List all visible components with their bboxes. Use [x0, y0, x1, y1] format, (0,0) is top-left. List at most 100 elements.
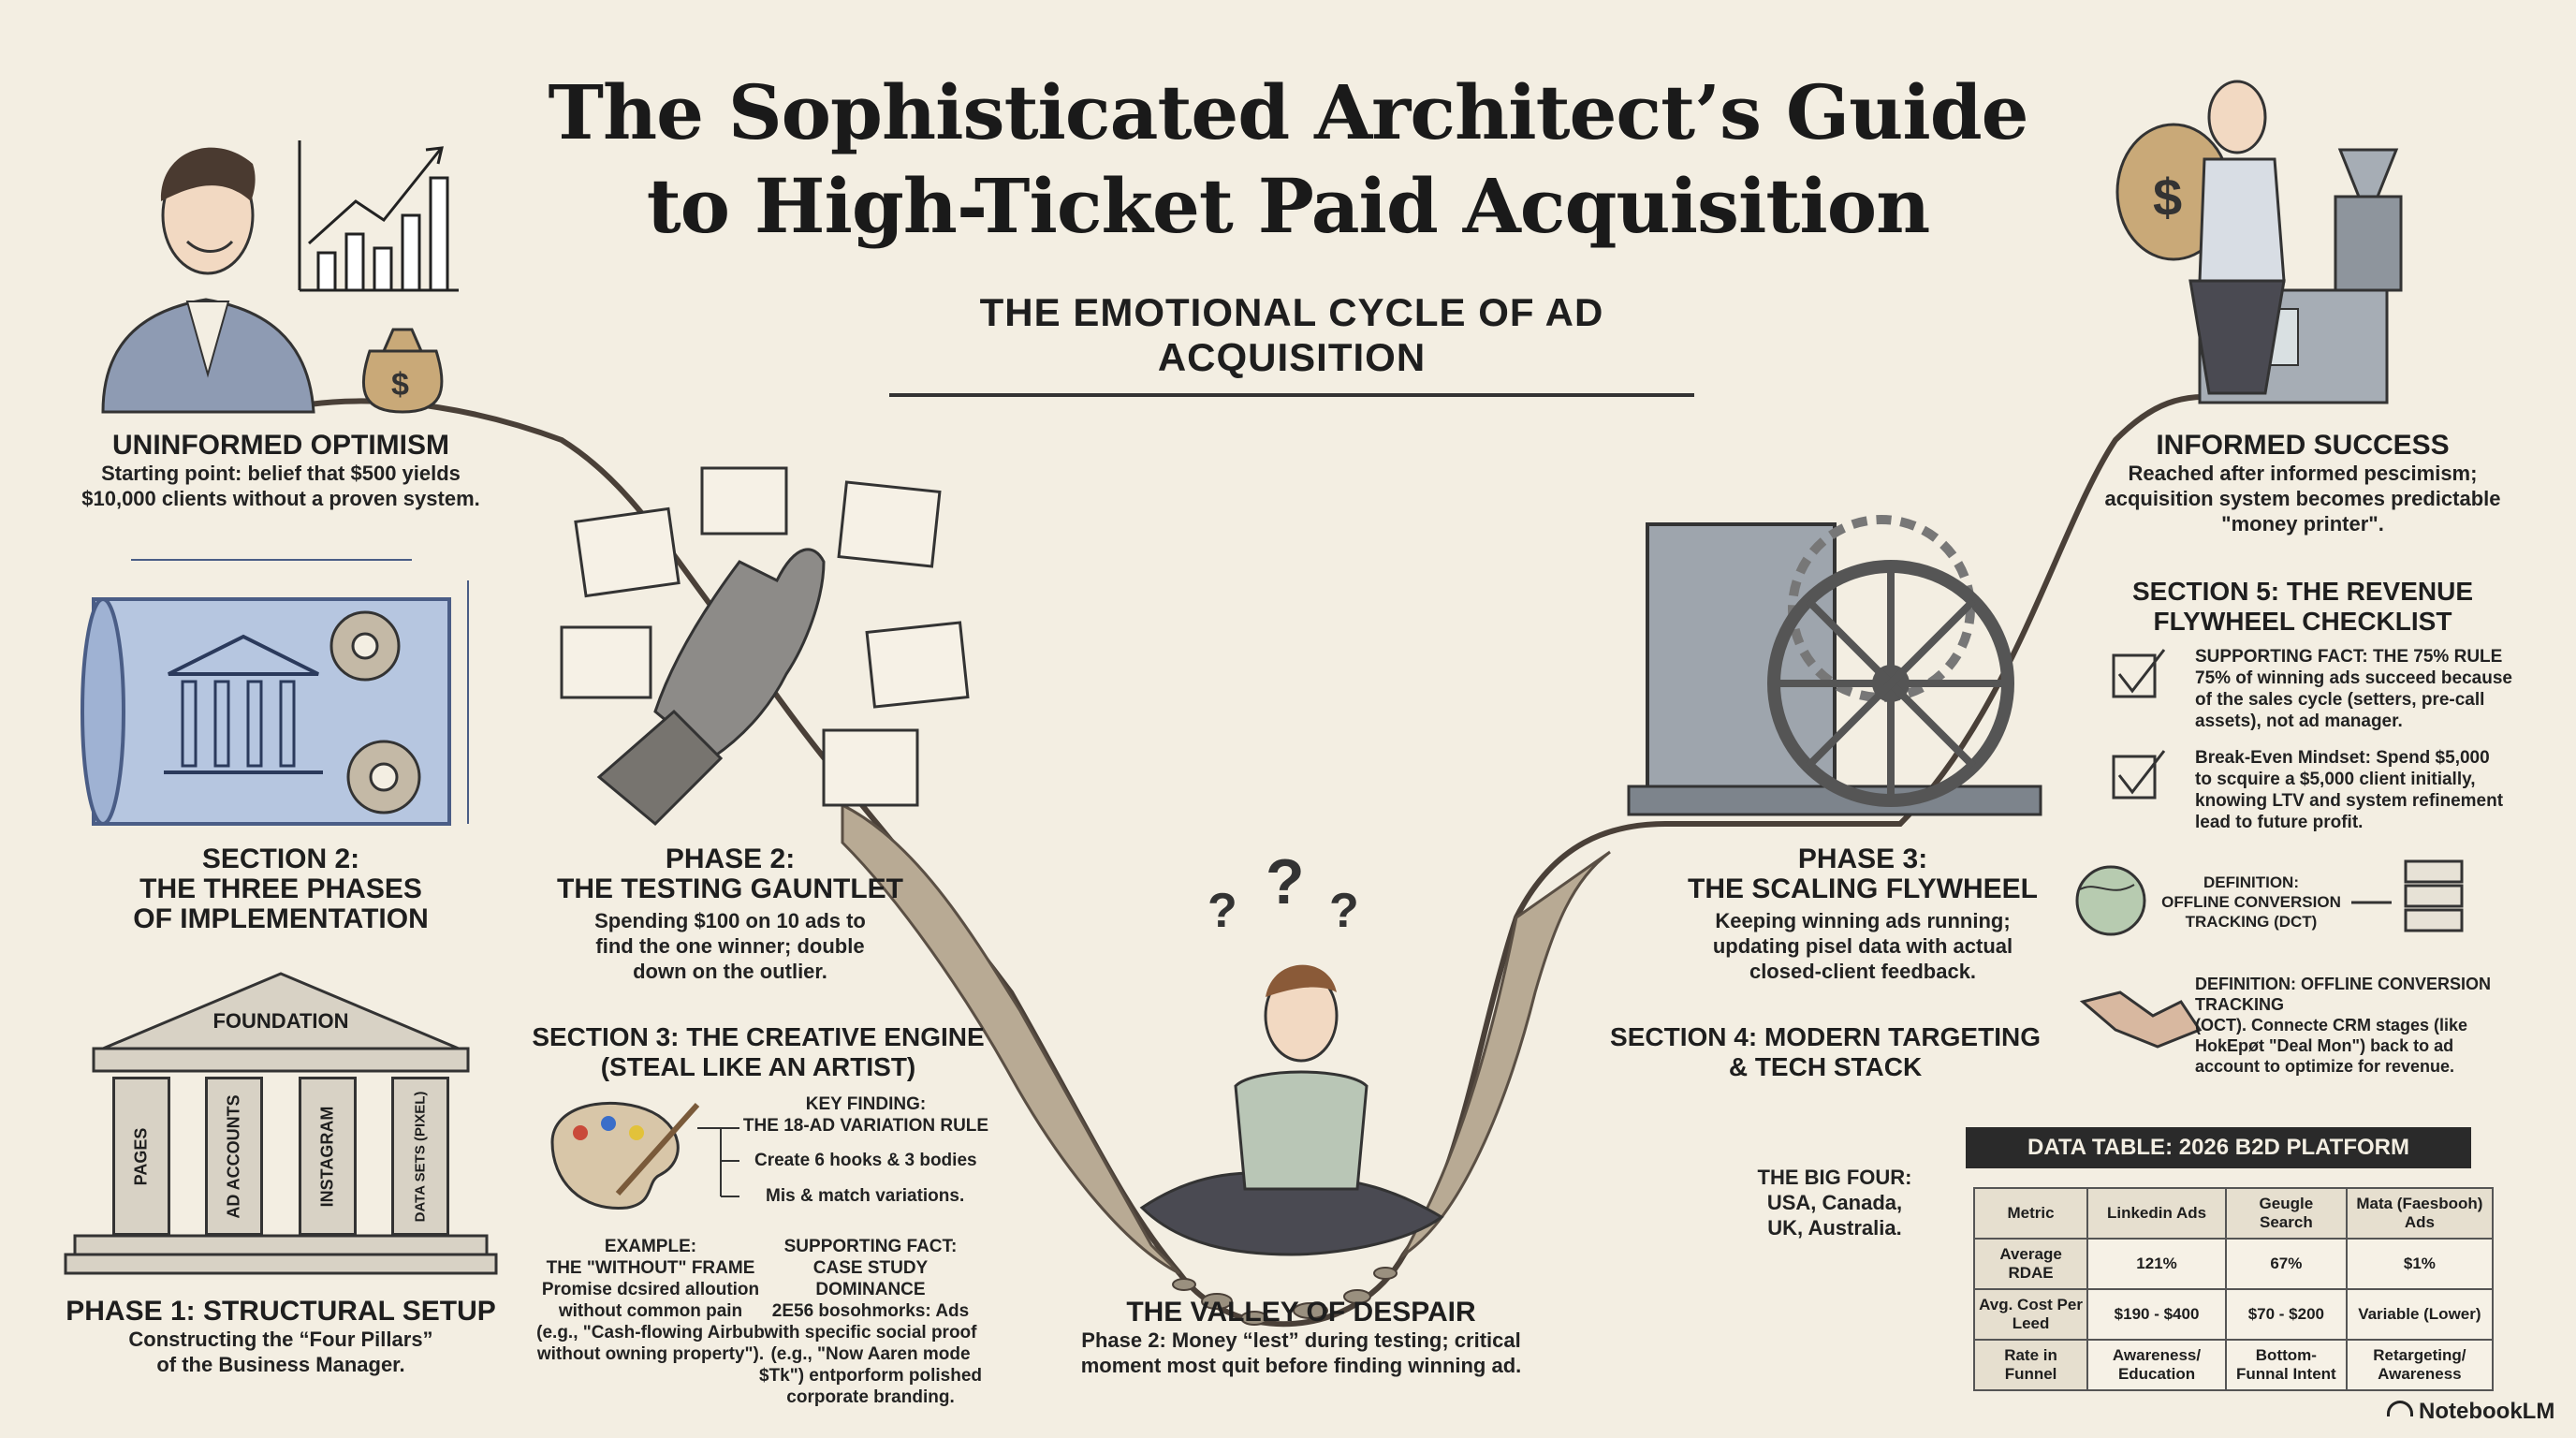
phase-1-text: of the Business Manager.	[156, 1353, 405, 1376]
table-cell: 67%	[2224, 1238, 2348, 1290]
foundation-temple-illustration	[64, 972, 498, 1275]
section-3-title: SECTION 3: THE CREATIVE ENGINE	[532, 1022, 985, 1051]
pillar-label: DATA SETS (PIXEL)	[412, 1091, 429, 1222]
support-line: 2E56 bosohmorks: Ads	[771, 1301, 970, 1321]
checklist-text: to scquire a $5,000 client initially,	[2195, 770, 2476, 789]
checkbox-icon	[2112, 649, 2166, 800]
support-line: SUPPORTING FACT:	[783, 1237, 958, 1256]
section-2-line: SECTION 2:	[201, 844, 360, 874]
definition-line: DEFINITION:	[2203, 873, 2299, 891]
table-cell: 121%	[2086, 1238, 2227, 1290]
table-cell: Awareness/ Education	[2086, 1339, 2227, 1391]
big-four: THE BIG FOUR: USA, Canada, UK, Australia…	[1741, 1165, 1928, 1240]
stage-text-line: Keeping winning ads running;	[1715, 909, 2011, 932]
definition-line: DEFINITION: OFFLINE CONVERSION TRACKING	[2195, 975, 2492, 1014]
example-line: (e.g., "Cash-flowing Airbub	[536, 1323, 765, 1343]
pebbles	[1172, 1267, 1398, 1326]
robot-hand-illustration	[596, 548, 826, 827]
section-4-title: SECTION 4: MODERN TARGETING	[1610, 1022, 2041, 1051]
section-3-heading: SECTION 3: THE CREATIVE ENGINE (STEAL LI…	[524, 1022, 992, 1082]
checklist-text: SUPPORTING FACT: THE 75% RULE	[2195, 647, 2503, 667]
phase-1-title: PHASE 1: STRUCTURAL SETUP	[66, 1296, 496, 1327]
pillar-label: PAGES	[131, 1127, 151, 1185]
page-subtitle: THE EMOTIONAL CYCLE OF AD ACQUISITION	[889, 290, 1694, 397]
definition-line: TRACKING (DCT)	[2185, 913, 2318, 931]
definition-line: (OCT). Connecte CRM stages (like	[2195, 1016, 2468, 1034]
question-marks: ? ? ?	[1208, 846, 1359, 938]
stage-text-line: Reached after informed pescimism;	[2128, 462, 2478, 485]
checklist-text: assets), not ad manager.	[2195, 712, 2403, 731]
phase-1-text: Constructing the “Four Pillars”	[128, 1328, 433, 1351]
pillar: INSTAGRAM	[298, 1077, 357, 1236]
stage-text-line: updating pisel data with actual	[1712, 934, 2013, 958]
support-line: with specific social proof	[764, 1323, 977, 1343]
stage-title: PHASE 3:	[1797, 844, 1928, 874]
svg-text:?: ?	[1266, 846, 1305, 917]
pillar-label: INSTAGRAM	[317, 1106, 337, 1207]
section-4-heading: SECTION 4: MODERN TARGETING & TECH STACK	[1610, 1022, 2041, 1082]
supporting-fact-block: SUPPORTING FACT: CASE STUDY DOMINANCE 2E…	[758, 1236, 983, 1408]
stage-informed-success: INFORMED SUCCESS Reached after informed …	[2069, 431, 2537, 536]
checklist-text: knowing LTV and system refinement	[2195, 791, 2504, 811]
svg-text:$: $	[2153, 168, 2182, 227]
pillar: DATA SETS (PIXEL)	[390, 1077, 449, 1236]
example-line: Promise dcsired alloution	[541, 1280, 760, 1299]
ad-cards-illustration	[560, 466, 970, 807]
section-2-line: THE THREE PHASES	[139, 873, 422, 904]
foundation-label: FOUNDATION	[212, 1009, 349, 1033]
support-line: (e.g., "Now Aaren mode	[770, 1344, 971, 1364]
valley-rock-right	[1400, 850, 1611, 1259]
stage-scaling-flywheel: PHASE 3: THE SCALING FLYWHEEL Keeping wi…	[1647, 844, 2078, 984]
checklist-text: 75% of winning ads succeed because	[2195, 668, 2512, 688]
table-header: Linkedin Ads	[2086, 1187, 2227, 1240]
stage-text-line: Phase 2: Money “lest” during testing; cr…	[1081, 1328, 1521, 1352]
palette-icon	[550, 1102, 700, 1210]
title-line-1: The Sophisticated Architect’s Guide	[548, 68, 2028, 156]
definition-line: HokEpøt "Deal Mon") back to ad	[2195, 1036, 2454, 1055]
support-line: $Tk") entporform polished	[758, 1366, 983, 1386]
stage-uninformed-optimism: UNINFORMED OPTIMISM Starting point: beli…	[66, 431, 496, 511]
example-line: without common pain	[558, 1301, 743, 1321]
svg-text:?: ?	[1329, 884, 1359, 938]
checklist-item: SUPPORTING FACT: THE 75% RULE 75% of win…	[2195, 646, 2513, 732]
table-cell: Bottom-Funnal Intent	[2224, 1339, 2348, 1391]
table-header-row: Metric Linkedin Ads Geugle Search Mata (…	[1972, 1187, 2495, 1240]
stage-title: THE TESTING GAUNTLET	[557, 873, 903, 904]
checklist-text: of the sales cycle (setters, pre-call	[2195, 690, 2485, 710]
section-3-title: (STEAL LIKE AN ARTIST)	[600, 1052, 916, 1081]
big-four-line: THE BIG FOUR:	[1757, 1166, 1912, 1189]
example-line: without owning property").	[536, 1344, 765, 1364]
definition-dct: DEFINITION: OFFLINE CONVERSION TRACKING …	[2153, 873, 2349, 932]
example-line: EXAMPLE:	[604, 1237, 697, 1256]
section-5-title: FLYWHEEL CHECKLIST	[2153, 607, 2452, 636]
table-cell: $70 - $200	[2224, 1288, 2348, 1341]
example-block: EXAMPLE: THE "WITHOUT" FRAME Promise dcs…	[534, 1236, 768, 1365]
table-row: Avg. Cost Per Leed $190 - $400 $70 - $20…	[1972, 1288, 2495, 1341]
valley-rock-left	[841, 802, 1181, 1275]
table-cell: $190 - $400	[2086, 1288, 2227, 1341]
definition-line: account to optimize for revenue.	[2195, 1057, 2455, 1076]
table-row: Average RDAE 121% 67% $1%	[1972, 1238, 2495, 1290]
example-line: THE "WITHOUT" FRAME	[546, 1258, 755, 1278]
checklist-text: Break-Even Mindset: Spend $5,000	[2195, 748, 2490, 768]
gear-icon	[329, 610, 421, 814]
stage-title: THE VALLEY OF DESPAIR	[1126, 1297, 1476, 1328]
stage-title: THE SCALING FLYWHEEL	[1688, 873, 2038, 904]
growth-chart-icon	[298, 140, 459, 292]
stage-title: INFORMED SUCCESS	[2156, 430, 2450, 461]
notebooklm-logo: NotebookLM	[2387, 1399, 2554, 1425]
table-cell: Rate in Funnel	[1972, 1339, 2089, 1391]
stage-text-line: Starting point: belief that $500 yields	[101, 462, 461, 485]
stage-text-line: down on the outlier.	[633, 960, 827, 983]
table-row: Rate in Funnel Awareness/ Education Bott…	[1972, 1339, 2495, 1391]
support-line: CASE STUDY DOMINANCE	[812, 1258, 929, 1299]
key-finding-label: KEY FINDING:	[805, 1094, 927, 1114]
despairing-man-illustration	[1139, 964, 1444, 1256]
bracket-connector	[697, 1127, 739, 1197]
section-2-line: OF IMPLEMENTATION	[133, 903, 429, 934]
table-cell: Avg. Cost Per Leed	[1972, 1288, 2089, 1341]
table-header: Metric	[1972, 1187, 2089, 1240]
stage-text-line: Spending $100 on 10 ads to	[594, 909, 866, 932]
big-four-line: USA, Canada,	[1766, 1191, 1903, 1214]
definition-oct: DEFINITION: OFFLINE CONVERSION TRACKING …	[2195, 974, 2569, 1077]
